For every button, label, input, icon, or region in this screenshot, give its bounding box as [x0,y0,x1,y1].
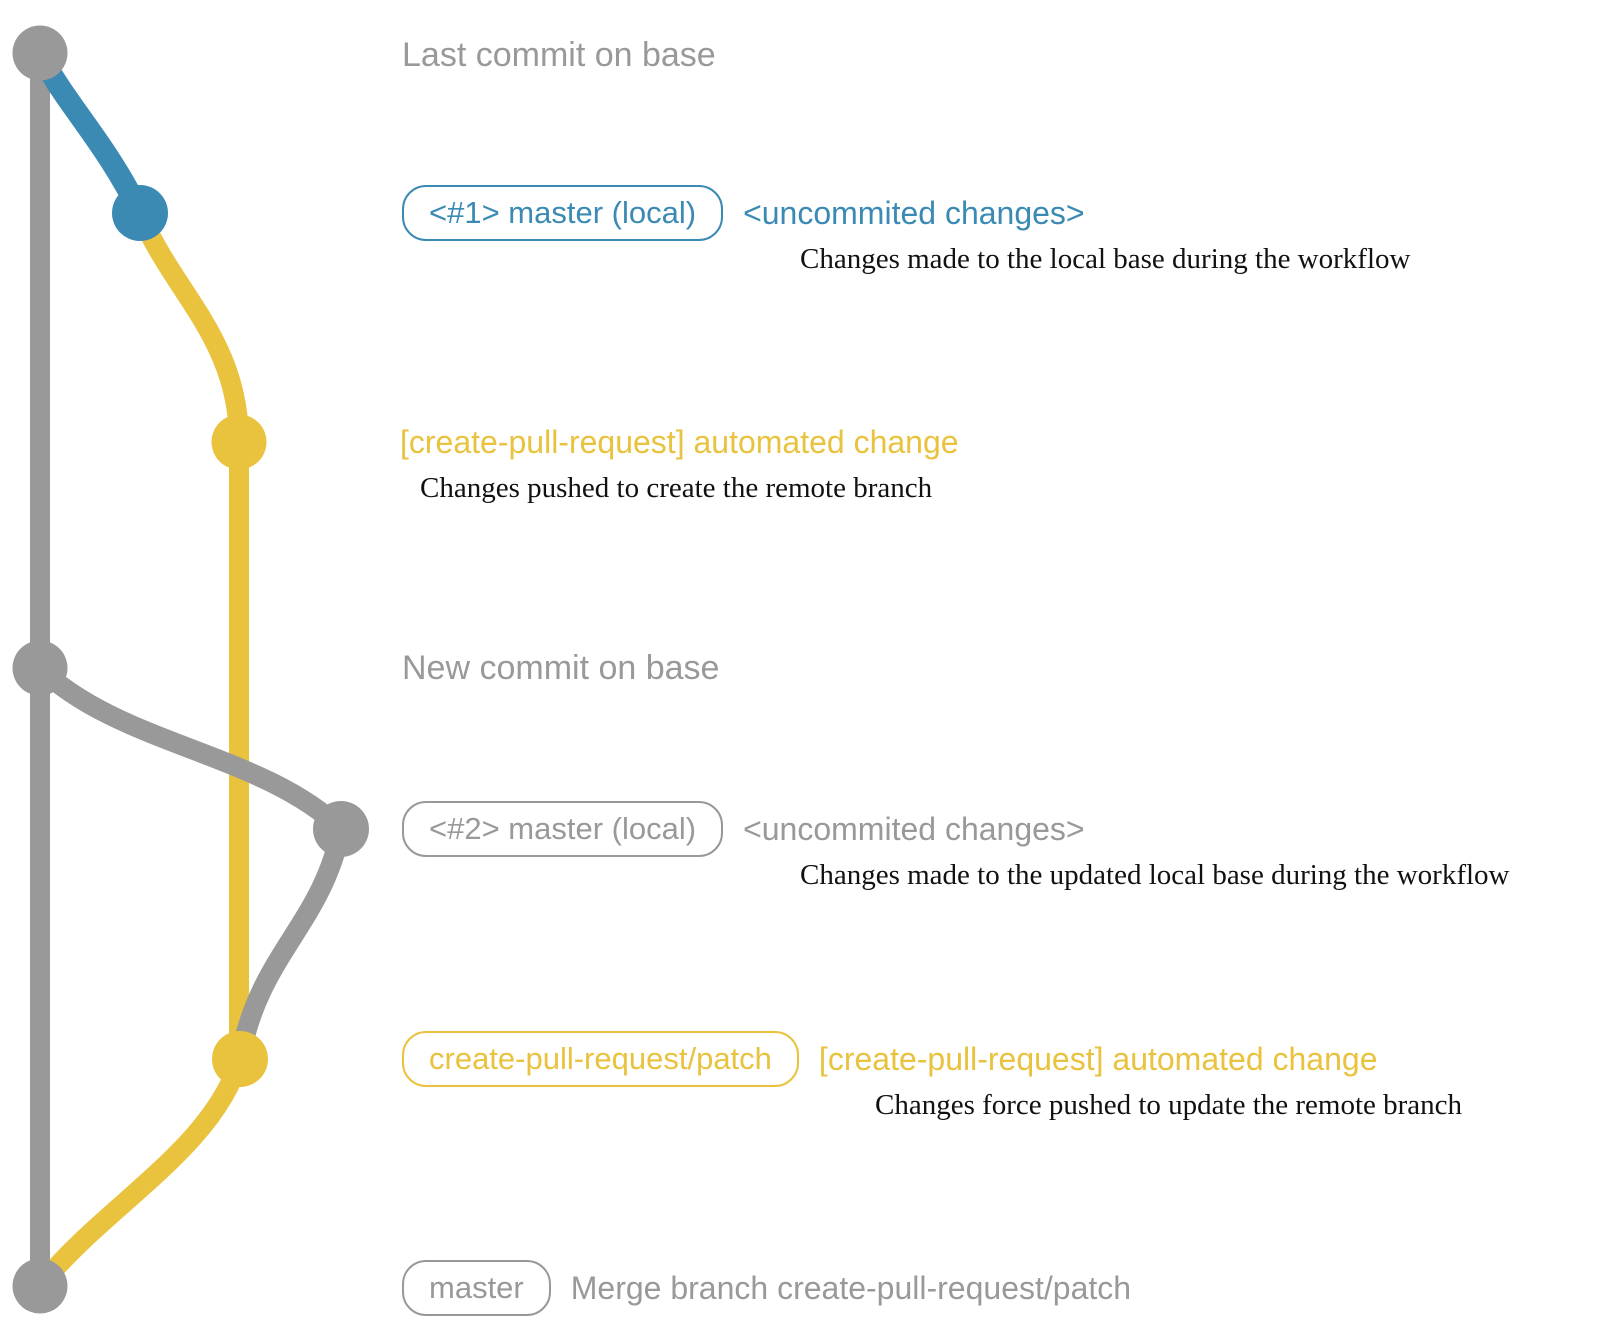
patch-branch-line [130,209,249,1059]
commit-message-merge: Merge branch create-pull-request/patch [570,1269,1132,1306]
commit-label: Last commit on base [402,35,716,74]
commit-message-patch-1: [create-pull-request] automated change [400,423,959,460]
branch-badge-patch: create-pull-request/patch [402,1031,799,1087]
commit-dot-new-base [12,640,68,696]
branch-badge-master: master [402,1260,551,1316]
base-to-local2-curve [33,660,348,837]
row-new-commit: New commit on base [402,636,719,700]
branch-badge-local-2: <#2> master (local) [402,801,724,857]
row-merge-commit: master Merge branch create-pull-request/… [402,1256,1131,1320]
patch-merge-curve [32,1055,250,1293]
row-patch-commit-1: [create-pull-request] automated change [400,410,959,474]
branch-badge-local-1: <#1> master (local) [402,185,724,241]
commit-dot-local-1 [112,185,168,241]
commit-dot-merge [12,1258,68,1314]
commit-label: New commit on base [402,648,720,687]
commit-dot-local-2 [313,801,369,857]
annotation-local-1: Changes made to the local base during th… [800,243,1411,275]
commit-dot-last-base [12,25,68,81]
git-graph [12,25,369,1314]
commit-message-local-2: <uncommited changes> [743,810,1085,847]
annotation-patch-1: Changes pushed to create the remote bran… [420,472,933,504]
local2-to-patch-curve [230,827,351,1061]
annotation-local-2: Changes made to the updated local base d… [800,859,1510,891]
row-local-commit-2: <#2> master (local) <uncommited changes> [402,797,1085,861]
row-patch-commit-2: create-pull-request/patch [create-pull-r… [402,1027,1377,1091]
annotation-patch-2: Changes force pushed to update the remot… [875,1089,1463,1121]
row-last-commit: Last commit on base [402,23,716,87]
commit-message-local-1: <uncommited changes> [743,194,1085,231]
commit-dot-patch-2 [212,1031,268,1087]
commit-message-patch-2: [create-pull-request] automated change [818,1040,1378,1077]
local-branch-curve [30,48,150,218]
row-local-commit-1: <#1> master (local) <uncommited changes> [402,181,1085,245]
commit-dot-patch-1 [211,414,267,470]
